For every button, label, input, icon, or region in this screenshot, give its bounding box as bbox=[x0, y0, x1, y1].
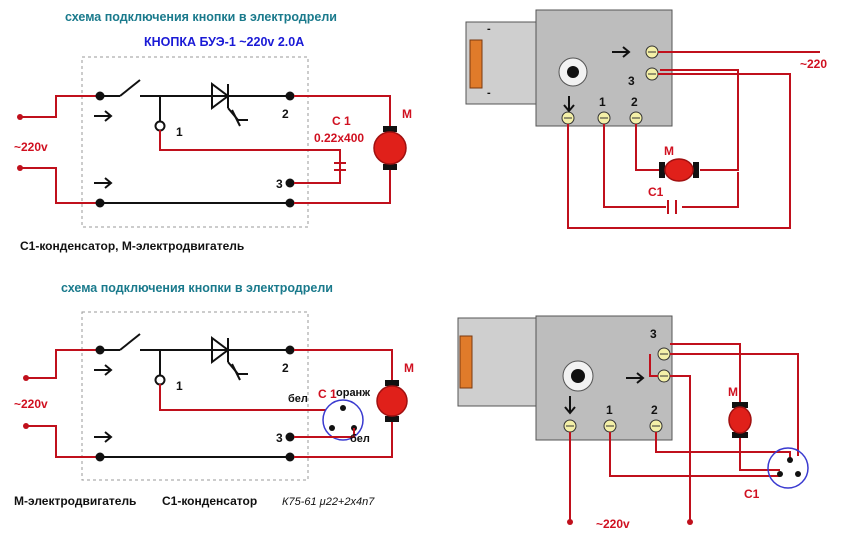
top-right-wiring: - - 3 1 2 ~220 М bbox=[465, 9, 827, 229]
bl-wire-white-1: бел bbox=[288, 393, 308, 405]
tr-motor: М bbox=[664, 144, 674, 158]
top-left-voltage: ~220v bbox=[14, 140, 48, 154]
bl-wire-orange: оранж bbox=[336, 387, 370, 399]
cap-name: С 1 bbox=[332, 114, 351, 128]
switch-icon bbox=[119, 333, 141, 351]
switch-outline bbox=[81, 56, 309, 228]
motor-icon bbox=[376, 380, 408, 422]
bottom-left-voltage: ~220v bbox=[14, 397, 48, 411]
arrow-icon bbox=[94, 364, 113, 443]
bl-terminal-1: 1 bbox=[176, 379, 183, 393]
motor-icon bbox=[659, 158, 699, 182]
tr-terminal-1: 1 bbox=[599, 95, 606, 109]
terminal-2-label: 2 bbox=[282, 107, 289, 121]
bl-terminal-3: 3 bbox=[276, 431, 283, 445]
br-terminal-1: 1 bbox=[606, 403, 613, 417]
svg-text:-: - bbox=[487, 23, 491, 35]
switch-icon bbox=[119, 79, 141, 97]
svg-text:-: - bbox=[487, 87, 491, 99]
thyristor-icon bbox=[211, 336, 248, 381]
motor-icon bbox=[728, 402, 752, 438]
bl-motor: М bbox=[404, 361, 414, 375]
terminal-1-label: 1 bbox=[176, 125, 183, 139]
top-left-caption: С1-конденсатор, М-электродвигатель bbox=[20, 239, 244, 253]
tr-cap: С1 bbox=[648, 185, 664, 199]
bl-caption-cap: С1-конденсатор bbox=[162, 494, 257, 508]
motor-label: М bbox=[402, 107, 412, 121]
top-left-subtitle: КНОПКА БУЭ-1 ~220v 2.0А bbox=[144, 35, 304, 49]
bottom-left-title: схема подключения кнопки в электродрели bbox=[61, 281, 333, 295]
bl-terminal-2: 2 bbox=[282, 361, 289, 375]
capacitor-icon bbox=[667, 200, 677, 214]
arrow-icon bbox=[94, 110, 113, 189]
tr-terminal-3: 3 bbox=[628, 74, 635, 88]
capacitor-icon bbox=[767, 447, 809, 489]
top-left-schematic: схема подключения кнопки в электродрели … bbox=[14, 10, 412, 253]
cap-value: 0.22x400 bbox=[314, 131, 364, 145]
thyristor-icon bbox=[211, 82, 248, 127]
bottom-right-wiring: 3 1 2 ~220v М С1 bbox=[457, 315, 809, 531]
bl-wire-white-2: бел bbox=[350, 433, 370, 445]
motor-icon bbox=[373, 126, 407, 170]
bl-caption-part: К75-61 μ22+2x4n7 bbox=[282, 496, 375, 508]
bl-cap-name: С 1 bbox=[318, 387, 337, 401]
br-voltage: ~220v bbox=[596, 517, 630, 531]
tr-terminal-2: 2 bbox=[631, 95, 638, 109]
terminal-3-label: 3 bbox=[276, 177, 283, 191]
br-motor: М bbox=[728, 385, 738, 399]
capacitor-icon bbox=[294, 162, 346, 184]
bl-caption-motor: М-электродвигатель bbox=[14, 494, 136, 508]
br-terminal-2: 2 bbox=[651, 403, 658, 417]
tr-voltage: ~220 bbox=[800, 57, 827, 71]
bottom-left-schematic: схема подключения кнопки в электродрели … bbox=[14, 281, 414, 508]
br-cap: С1 bbox=[744, 487, 760, 501]
br-terminal-3: 3 bbox=[650, 327, 657, 341]
top-left-title: схема подключения кнопки в электродрели bbox=[65, 10, 337, 24]
